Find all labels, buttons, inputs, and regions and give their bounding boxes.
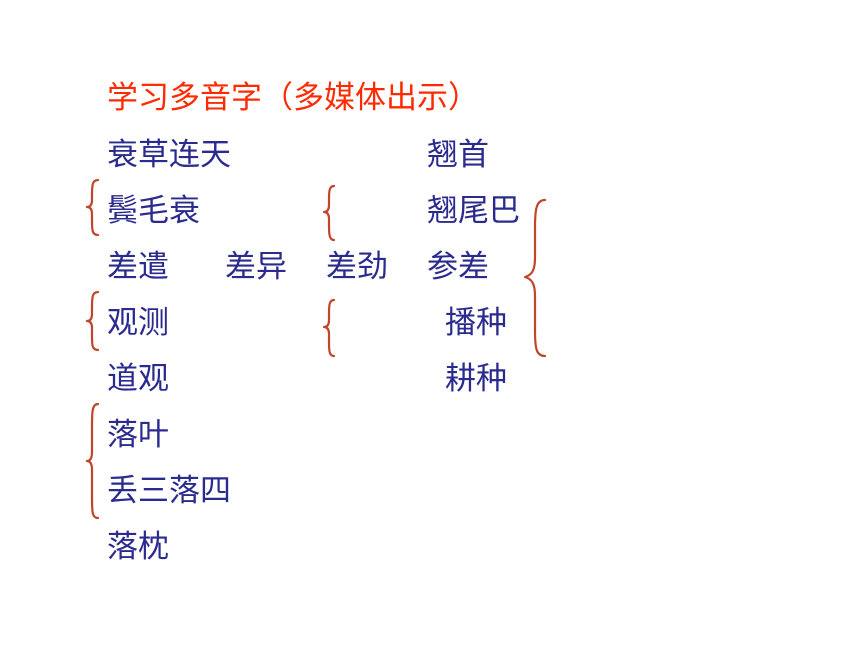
word-cen-ci: 参差 xyxy=(427,249,489,285)
left-brace-guan xyxy=(85,290,100,352)
slide-title: 学习多音字（多媒体出示） xyxy=(107,80,479,116)
middle-brace-qiao xyxy=(322,184,336,242)
word-chai-qian: 差遣 xyxy=(107,249,169,285)
word-cha-jin: 差劲 xyxy=(326,249,388,285)
word-bo-zhong: 播种 xyxy=(445,305,507,341)
word-dao-guan: 道观 xyxy=(107,361,169,397)
word-qiao-wei-ba: 翘尾巴 xyxy=(427,193,520,229)
left-brace-luo xyxy=(85,402,100,520)
word-guan-ce: 观测 xyxy=(107,305,169,341)
left-brace-shuai xyxy=(85,178,100,237)
word-cha-yi: 差异 xyxy=(225,249,287,285)
right-brace-cha xyxy=(523,198,547,358)
word-qiao-shou: 翘首 xyxy=(427,137,489,173)
word-diu-san-la-si: 丢三落四 xyxy=(107,473,231,509)
middle-brace-zhong xyxy=(322,298,336,358)
word-geng-zhong: 耕种 xyxy=(445,361,507,397)
word-luo-ye: 落叶 xyxy=(107,417,169,453)
word-shuai-cao-lian-tian: 衰草连天 xyxy=(107,137,231,173)
word-bin-mao-shuai: 鬓毛衰 xyxy=(107,193,200,229)
word-lao-zhen: 落枕 xyxy=(107,529,169,565)
